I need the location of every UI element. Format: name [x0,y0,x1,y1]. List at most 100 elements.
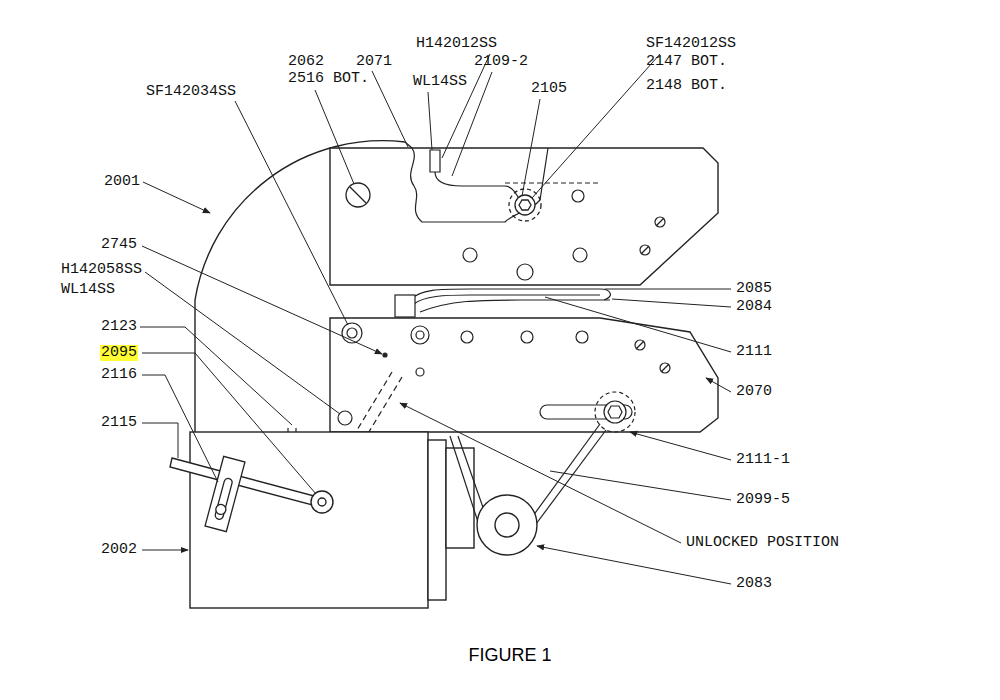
lower-plate [330,318,718,432]
highlighted-callout: 2095 [100,345,138,361]
callout-number: 2105 [530,81,568,97]
screw [350,187,366,203]
leader-line [140,327,292,425]
callout-number: 2111 [735,344,773,360]
cutaway [430,150,440,172]
hole [461,331,473,343]
callout-number: 2062 [287,54,325,70]
slot [604,401,626,423]
leader-line [315,90,354,184]
belt [420,300,610,312]
leader-line [706,378,731,392]
leader-line [142,375,218,482]
callout-number: 2123 [100,319,138,335]
hole [521,331,533,343]
hole [636,341,644,349]
lower-block [190,432,428,608]
clamp [214,478,233,521]
hole [656,218,664,226]
callout-number: 2111-1 [735,452,791,468]
hole [641,246,649,254]
callout-number: 2116 [100,367,138,383]
block [395,295,415,317]
leader-line [235,101,348,325]
lower-block [190,432,474,608]
callout-number: 2115 [100,415,138,431]
leader-line [605,289,731,290]
leader-line [142,353,316,494]
leader-line [142,423,178,458]
hole [576,331,588,343]
lower-plate [330,318,718,432]
hole [338,323,670,425]
hole [572,190,584,202]
callout-number: 2099-5 [735,492,791,508]
hole [655,217,665,227]
upper-plate [330,148,718,285]
drive-belt [536,430,606,524]
callout-number: 2001 [103,174,141,190]
lever [311,491,333,513]
hole [338,411,352,425]
callout-number: 2147 BOT. [645,54,728,70]
lower-block [428,440,446,600]
callout-number: 2002 [100,542,138,558]
leader-line [140,54,731,584]
upper-plate [330,148,718,285]
hole [661,364,669,372]
pulley [495,513,519,537]
screw [346,183,541,221]
leader-line [532,54,660,198]
leader-line [142,550,188,551]
leader-line [550,471,731,500]
leader-line [522,99,540,196]
callout-number: 2083 [735,576,773,592]
callout-number: 2070 [735,384,773,400]
callout-number: 2745 [100,237,138,253]
leader-line [372,71,408,147]
drive-belt [530,424,600,520]
callout-number: 2109-2 [473,54,529,70]
leader-line [142,246,382,354]
drive-belt [450,436,478,522]
hole [640,245,650,255]
cutaway [405,142,548,222]
callout-number: 2148 BOT. [645,78,728,94]
screw [346,183,370,207]
screw [519,200,531,210]
callout-number: SF142034SS [145,84,237,100]
hole [573,248,587,262]
callout-number: H142012SS [415,36,498,52]
hole [416,368,424,376]
lever [318,498,326,506]
clamp [215,503,227,515]
block [395,295,415,317]
slot [608,406,622,418]
hole [463,190,665,280]
hole [411,326,429,344]
leader-line [400,403,681,543]
callout-number: SF142012SS [645,36,737,52]
slot [540,405,632,419]
hole [383,353,387,357]
leader-line [612,299,731,307]
callout-number: WL14SS [412,74,468,90]
pulley [477,495,537,555]
cutaway [435,172,520,200]
leader-line [630,432,731,460]
drive-belt [458,436,486,516]
belt [410,289,610,312]
cutaway [505,182,600,183]
leader-line [428,92,432,150]
hole [347,328,357,338]
hole [463,248,477,262]
callout-number: UNLOCKED POSITION [685,535,840,551]
leader-line [545,297,731,352]
pulley [477,495,537,555]
leader-line [143,182,210,213]
callout-number: 2071 [355,54,393,70]
callout-number: 2084 [735,299,773,315]
slot [540,392,635,432]
leader-line [537,546,731,584]
